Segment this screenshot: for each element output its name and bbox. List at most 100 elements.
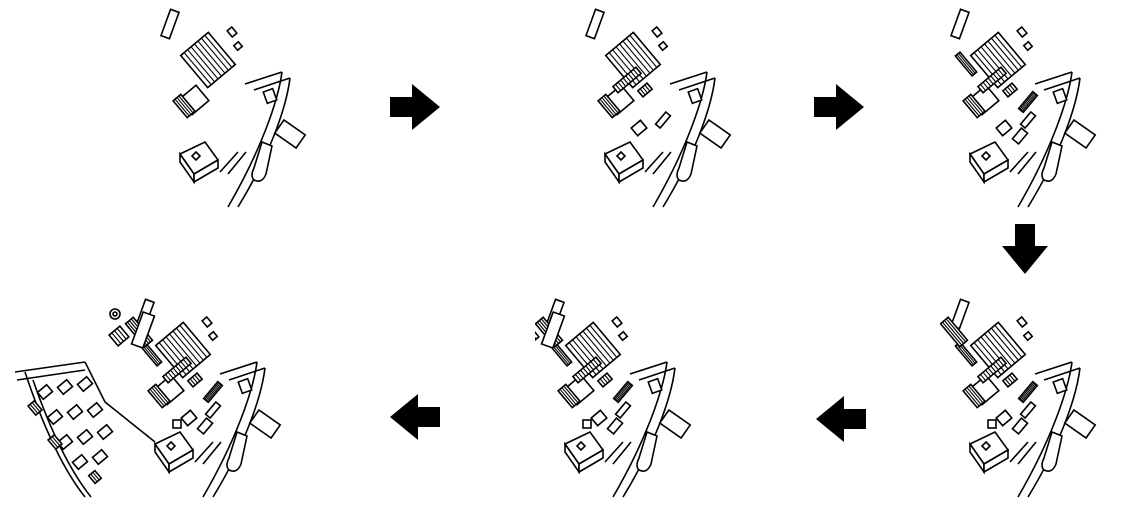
road [228, 72, 290, 207]
small-hut [202, 317, 212, 327]
housing-block-outline [98, 425, 113, 440]
right-plot [1065, 410, 1095, 438]
small-hut [652, 27, 662, 37]
right-plot [1065, 120, 1095, 148]
small-hut [619, 332, 627, 340]
housing-block-outline [78, 377, 93, 392]
small-hut-outline [659, 42, 667, 50]
new-block-c [197, 418, 212, 434]
arrow-left-icon [388, 390, 442, 444]
small-hut-outline [234, 42, 242, 50]
road-branch [1010, 152, 1036, 174]
new-block-b [181, 410, 197, 425]
new-block-b [996, 410, 1012, 425]
small-hut-outline [1017, 27, 1027, 37]
new-block-b-outline [591, 410, 607, 425]
site-plan-stage-1 [150, 2, 340, 212]
right-plot-outline [275, 120, 305, 148]
roundabout-center [113, 312, 117, 316]
housing-block [98, 425, 113, 440]
gate-house [648, 379, 662, 394]
arrow-down-icon [998, 222, 1052, 276]
gate-house-outline [263, 89, 277, 104]
right-plot [250, 410, 280, 438]
right-plot [275, 120, 305, 148]
gate-house-outline [1053, 89, 1067, 104]
new-block-c [1012, 128, 1027, 144]
new-block-d-outline [173, 420, 181, 428]
housing-hatch [89, 471, 102, 484]
new-block-b [631, 120, 647, 135]
right-plot-outline [660, 410, 690, 438]
new-block-b [996, 120, 1012, 135]
housing-block [78, 377, 93, 392]
new-block-a [1021, 402, 1036, 418]
new-block-c-outline [607, 418, 622, 434]
new-cluster [109, 326, 129, 346]
small-hut [612, 317, 622, 327]
parking-lot [637, 432, 657, 471]
slim-building-outline [586, 9, 604, 38]
slim-building-outline [161, 9, 179, 38]
arrow-right-icon [812, 80, 866, 134]
housing-block [88, 403, 103, 418]
new-block-c-outline [1012, 128, 1027, 144]
site-plan-drawing [15, 292, 315, 502]
new-block-c-outline [197, 418, 212, 434]
site-plan-stage-4 [940, 292, 1128, 502]
gate-house-outline [1053, 379, 1067, 394]
gate-house [1053, 379, 1067, 394]
new-block-b-outline [996, 410, 1012, 425]
new-cluster-outline [535, 326, 539, 346]
site-plan-drawing [940, 292, 1128, 502]
new-wing-d [204, 382, 223, 403]
new-cluster [535, 326, 539, 346]
new-block-a-outline [206, 402, 221, 418]
small-hut [1024, 332, 1032, 340]
parking-lot [252, 142, 272, 181]
new-block-d-outline [988, 420, 996, 428]
right-plot-outline [250, 410, 280, 438]
gate-house [238, 379, 252, 394]
road [653, 72, 715, 207]
small-hut [227, 27, 237, 37]
new-block-c [607, 418, 622, 434]
site-plan-drawing [940, 2, 1128, 212]
right-plot-outline [1065, 410, 1095, 438]
housing-block-outline [93, 450, 108, 465]
parking-lot [1042, 142, 1062, 181]
housing-hatch-outline [89, 471, 102, 484]
right-plot [660, 410, 690, 438]
small-hut-outline [612, 317, 622, 327]
arrow-left-icon [814, 392, 868, 446]
gate-house [688, 89, 702, 104]
slim-building-outline [951, 9, 969, 38]
gate-house-outline [238, 379, 252, 394]
new-wing-d [1019, 92, 1038, 113]
new-block-d [988, 420, 996, 428]
right-plot-outline [700, 120, 730, 148]
new-block-a-outline [656, 112, 671, 128]
road-branch [1010, 442, 1036, 464]
new-block-a [616, 402, 631, 418]
small-hut-outline [209, 332, 217, 340]
gate-house-outline [688, 89, 702, 104]
new-wing-b [1003, 83, 1017, 97]
gate-house-outline [648, 379, 662, 394]
small-hut-outline [227, 27, 237, 37]
small-hut-outline [619, 332, 627, 340]
new-block-c [1012, 418, 1027, 434]
road-branch [605, 442, 631, 464]
new-wing-d [614, 382, 633, 403]
housing-block-outline [88, 403, 103, 418]
small-hut [234, 42, 242, 50]
new-wing-d [1019, 382, 1038, 403]
main-hall [181, 32, 236, 87]
slim-building [951, 9, 969, 38]
gate-house [263, 89, 277, 104]
small-hut [659, 42, 667, 50]
small-hut [1024, 42, 1032, 50]
new-block-a-outline [1021, 402, 1036, 418]
parking-lot [1042, 432, 1062, 471]
new-block-d-outline [583, 420, 591, 428]
